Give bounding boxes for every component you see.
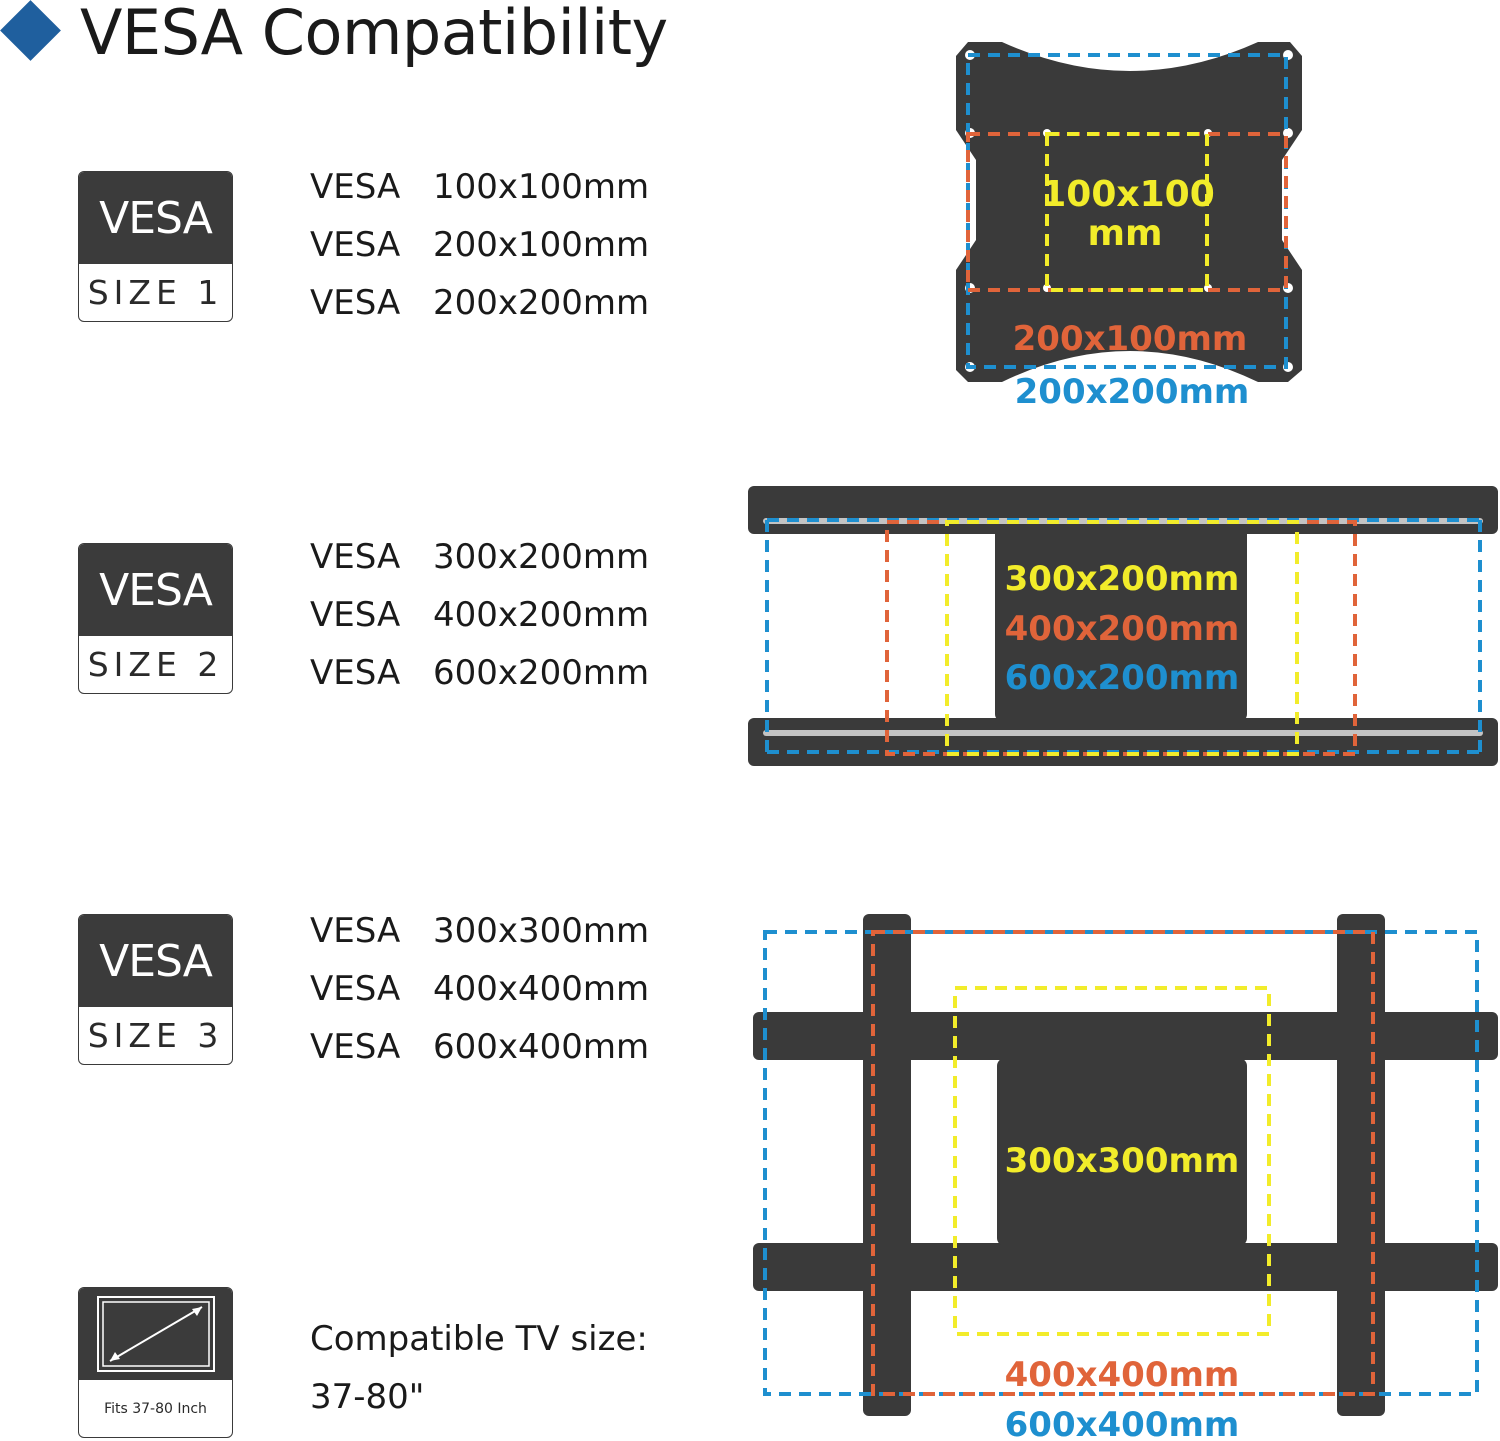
label-600x400: 600x400mm (1005, 1405, 1240, 1441)
badge-top (79, 1288, 232, 1380)
badge-top: VESA (79, 172, 232, 264)
vesa-size-2-badge: VESA SIZE 2 (78, 543, 233, 694)
tv-size-badge: Fits 37-80 Inch (78, 1287, 233, 1438)
vesa-size-3-badge: VESA SIZE 3 (78, 914, 233, 1065)
tv-diagonal-icon (96, 1296, 215, 1372)
label-400x200: 400x200mm (1005, 609, 1240, 649)
label-400x400: 400x400mm (1005, 1355, 1240, 1395)
mount-plate (956, 42, 1302, 382)
compat-line-1: Compatible TV size: (310, 1319, 648, 1359)
diamond-bullet-icon (0, 0, 61, 61)
size-1-mount-diagram: 100x100 mm 200x100mm 200x200mm (956, 42, 1302, 412)
badge-top: VESA (79, 544, 232, 636)
badge-top: VESA (79, 915, 232, 1007)
label-300x200: 300x200mm (1005, 559, 1240, 599)
compat-line-2: 37-80" (310, 1377, 425, 1417)
right-arm (1337, 914, 1385, 1416)
label-mm: mm (1087, 213, 1162, 254)
label-300x300: 300x300mm (1005, 1141, 1240, 1181)
compatible-tv-size: Compatible TV size: 37-80" (310, 1310, 648, 1426)
mount-plate (995, 522, 1247, 722)
badge-bottom: SIZE 3 (87, 1016, 224, 1055)
mount-plate (997, 1058, 1247, 1246)
size-3-mount-diagram: 300x300mm 400x400mm 600x400mm (753, 914, 1498, 1441)
badge-bottom: Fits 37-80 Inch (104, 1400, 207, 1417)
badge-bottom: SIZE 2 (87, 645, 224, 684)
bottom-rail (748, 718, 1498, 766)
vesa-size-1-badge: VESA SIZE 1 (78, 171, 233, 322)
top-rail (748, 486, 1498, 534)
page-title: VESA Compatibility (80, 0, 668, 69)
label-200x200: 200x200mm (1015, 372, 1250, 412)
size-2-mount-diagram: 300x200mm 400x200mm 600x200mm (748, 486, 1498, 766)
upper-rail (753, 1012, 1498, 1060)
badge-bottom: SIZE 1 (87, 273, 224, 312)
label-600x200: 600x200mm (1005, 658, 1240, 698)
left-arm (863, 914, 911, 1416)
header: VESA Compatibility (0, 0, 700, 80)
lower-rail (753, 1243, 1498, 1291)
label-200x100: 200x100mm (1013, 319, 1248, 359)
label-100x100: 100x100 (1041, 174, 1215, 215)
